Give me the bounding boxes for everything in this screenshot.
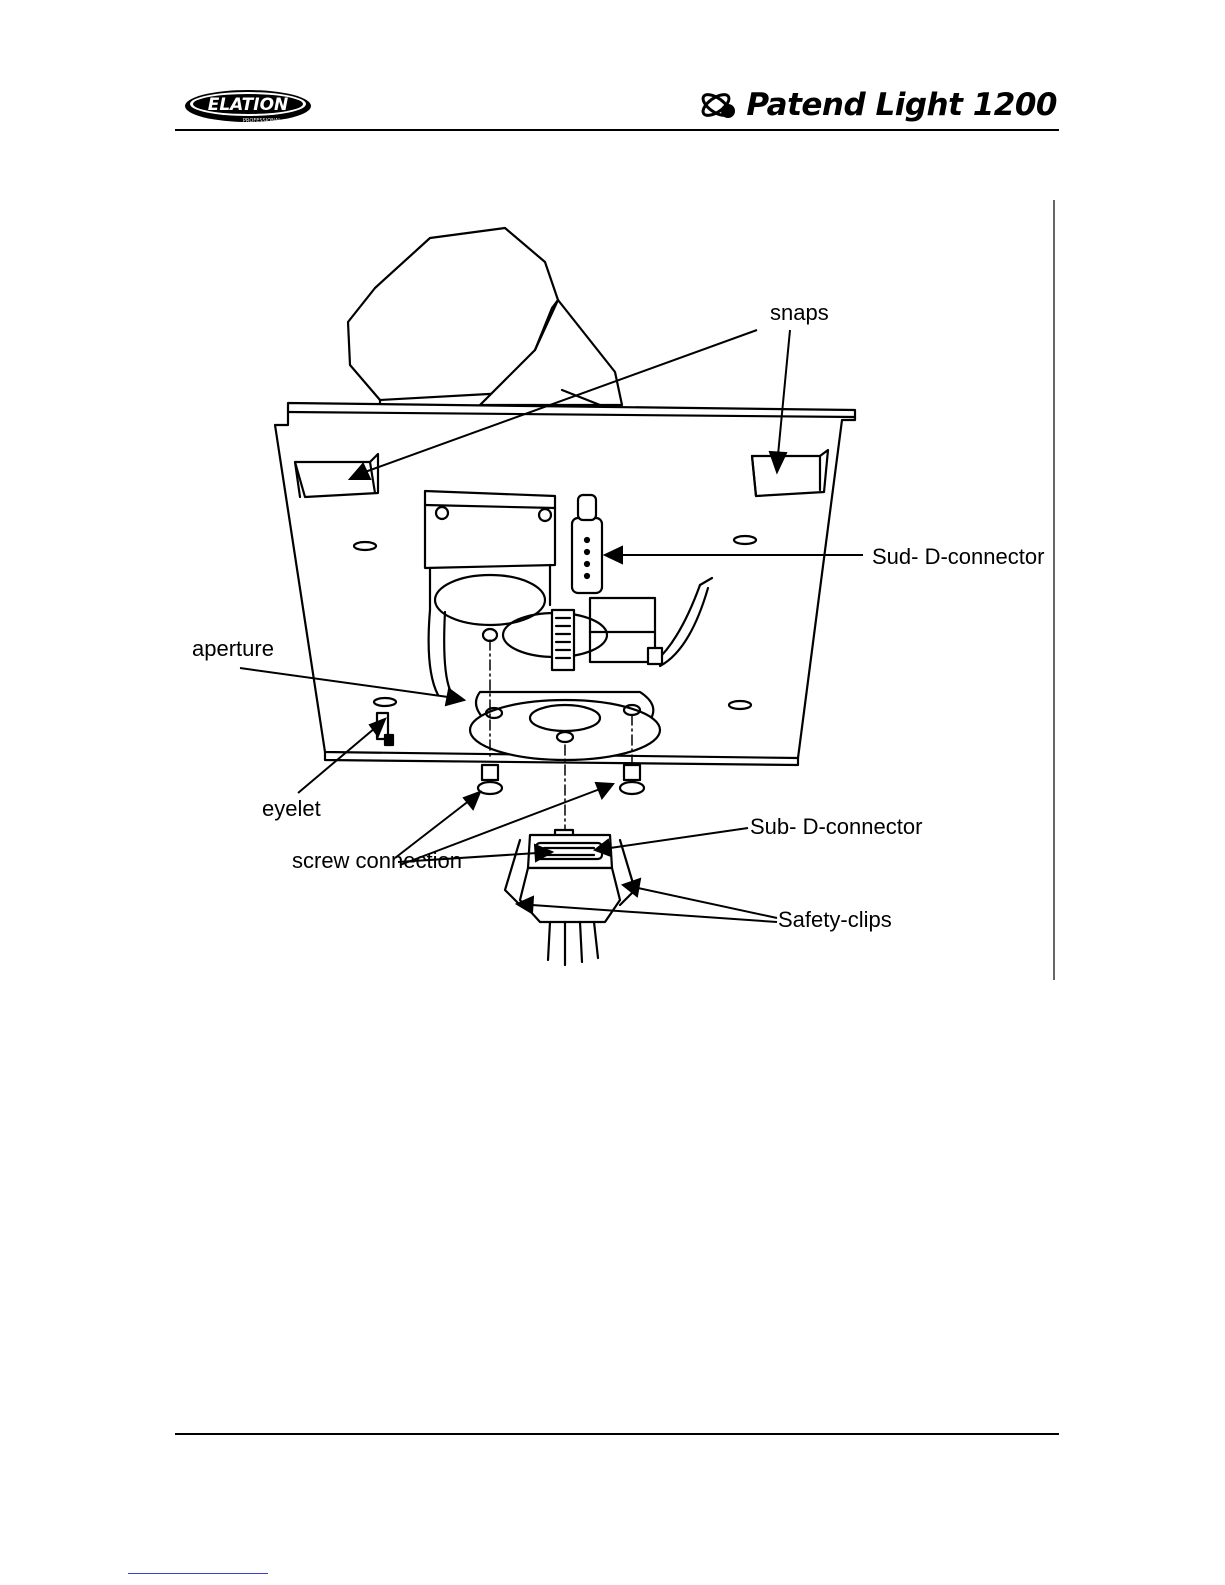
label-sub-d-connector: Sub- D-connector: [750, 814, 922, 839]
label-snaps: snaps: [770, 300, 829, 325]
svg-text:PROFESSIONAL: PROFESSIONAL: [243, 118, 281, 124]
header-rule: [175, 129, 1059, 131]
footer-rule: [175, 1433, 1059, 1435]
lamp-head: [348, 228, 622, 408]
label-eyelet: eyelet: [262, 796, 321, 821]
installation-figure: snaps Sud- D-connector aperture eyelet s…: [180, 200, 1060, 990]
product-logo: Patend Light 1200: [698, 80, 1057, 130]
label-screw-connection: screw connection: [292, 848, 462, 873]
label-sud-d-connector: Sud- D-connector: [872, 544, 1044, 569]
snap-right: [752, 450, 828, 496]
elation-logo: ELATION PROFESSIONAL: [182, 80, 317, 130]
product-title: Patend Light 1200: [746, 87, 1057, 123]
label-safety-clips: Safety-clips: [778, 907, 892, 932]
power-module: [425, 491, 555, 625]
svg-text:ELATION: ELATION: [208, 95, 289, 115]
page-header: ELATION PROFESSIONAL Patend Light 1200: [0, 0, 1225, 140]
fixture-diagram: snaps Sud- D-connector aperture eyelet s…: [180, 200, 1060, 990]
footer-link-underline[interactable]: [128, 1573, 268, 1574]
label-aperture: aperture: [192, 636, 274, 661]
atom-icon: [698, 87, 738, 123]
